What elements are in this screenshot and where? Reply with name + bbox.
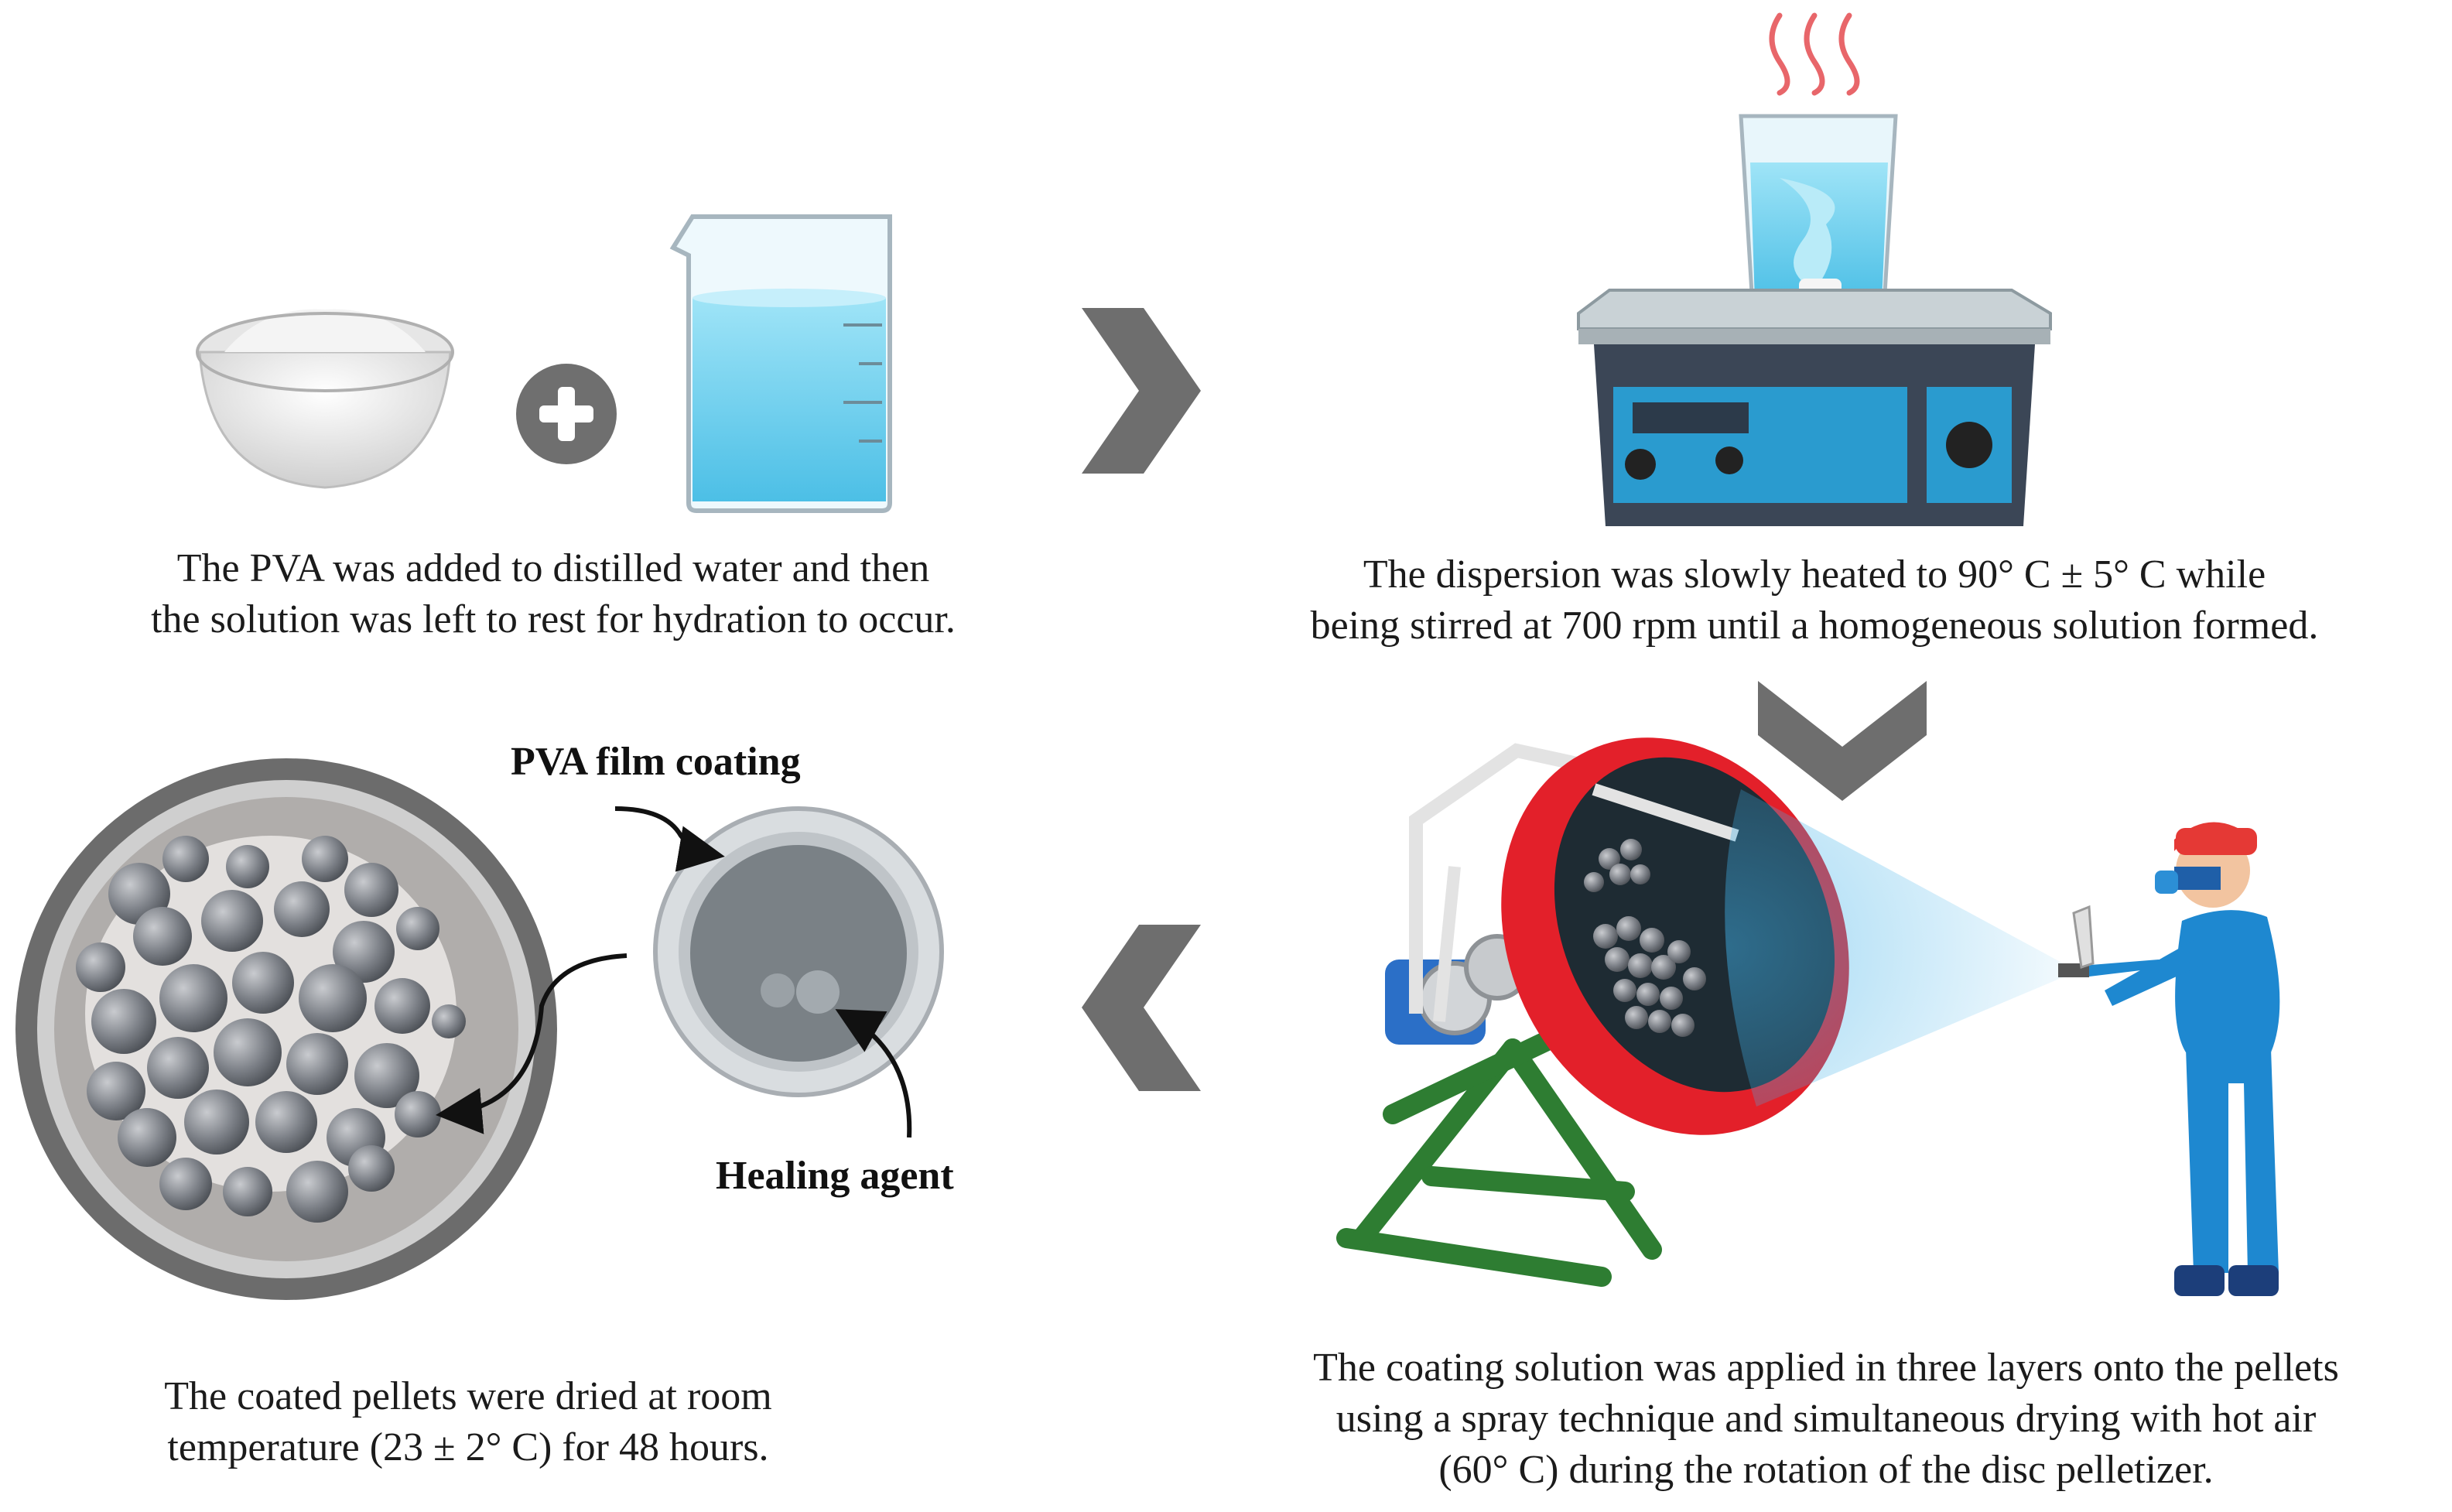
- step-3-caption: The coating solution was applied in thre…: [1207, 1343, 2445, 1496]
- pelletizer-pellets: [1584, 839, 1706, 1037]
- chevron-right-icon: [1082, 308, 1201, 474]
- film-coating-label: PVA film coating: [511, 740, 801, 784]
- step-3-line-1: The coating solution was applied in thre…: [1313, 1346, 2339, 1390]
- plus-icon: [516, 364, 617, 464]
- spray-worker-icon: [2058, 822, 2280, 1296]
- hot-plate-stirrer-icon: [1577, 12, 2052, 526]
- step-2-caption: The dispersion was slowly heated to 90° …: [1207, 549, 2422, 652]
- step-1-line-1: The PVA was added to distilled water and…: [176, 546, 930, 590]
- spray-cone: [1725, 789, 2078, 1107]
- chevron-left-icon: [1082, 925, 1201, 1091]
- step-4-caption: The coated pellets were dried at room te…: [46, 1371, 890, 1473]
- dish-pellets: [76, 836, 466, 1223]
- step-1-line-2: the solution was left to rest for hydrat…: [151, 597, 956, 641]
- annotation-arrows: [436, 806, 912, 1138]
- healing-agent-label: Healing agent: [716, 1154, 954, 1198]
- step-2-line-1: The dispersion was slowly heated to 90° …: [1363, 552, 2266, 597]
- powder-bowl-icon: [196, 309, 454, 489]
- step-3-line-2: using a spray technique and simultaneous…: [1335, 1397, 2317, 1441]
- chevron-down-icon: [1758, 681, 1927, 801]
- step-4-line-2: temperature (23 ± 2° C) for 48 hours.: [167, 1425, 769, 1469]
- step-2-line-2: being stirred at 700 rpm until a homogen…: [1310, 604, 2319, 648]
- water-beaker-icon: [669, 214, 892, 513]
- step-3-line-3: (60° C) during the rotation of the disc …: [1438, 1448, 2214, 1492]
- step-1-caption: The PVA was added to distilled water and…: [46, 543, 1060, 645]
- step-4-line-1: The coated pellets were dried at room: [164, 1374, 772, 1418]
